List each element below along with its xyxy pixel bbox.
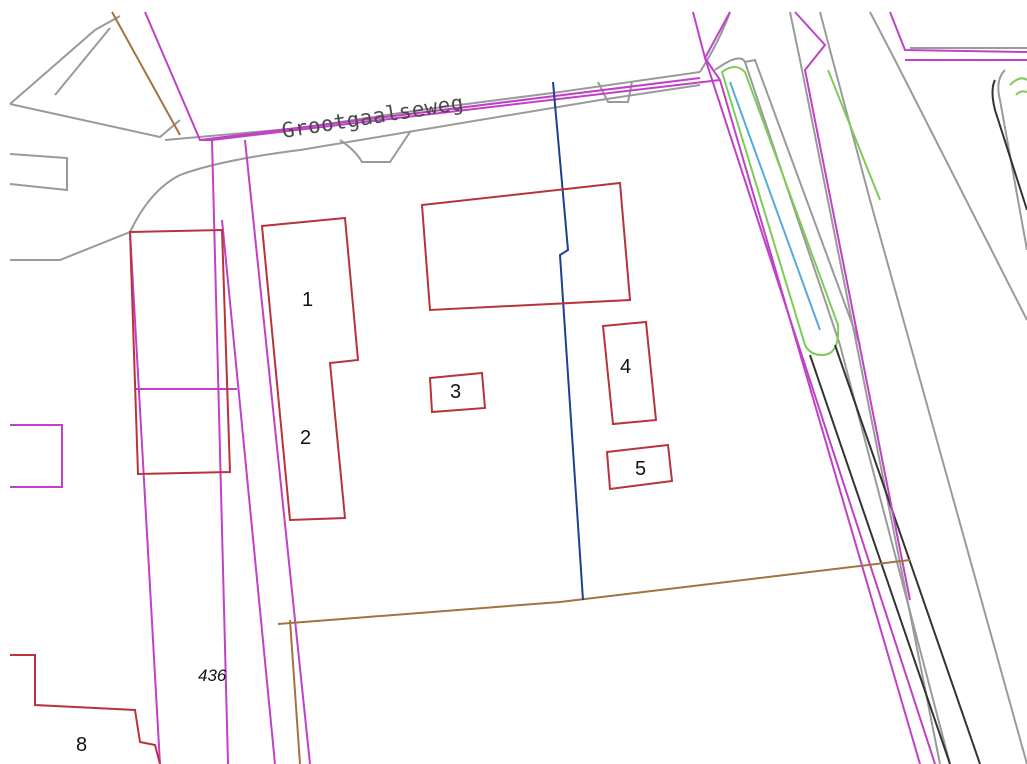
cadastral-boundaries: [10, 11, 1027, 764]
parcel-number-label: 436: [198, 666, 227, 685]
building-5[interactable]: [605, 443, 674, 491]
green-strip: [720, 66, 1027, 357]
building-label-8: 8: [76, 734, 87, 756]
street-name-label: Grootgaalseweg: [280, 90, 466, 142]
buildings: [10, 181, 674, 764]
building-1-2[interactable]: [260, 216, 360, 522]
rail-lines: [809, 79, 1027, 764]
ditch-lines: [111, 11, 911, 764]
building-3[interactable]: [428, 371, 487, 414]
building-label-4: 4: [620, 356, 631, 378]
building-large[interactable]: [420, 181, 632, 312]
building-label-1: 1: [302, 289, 313, 311]
building-left[interactable]: [128, 228, 232, 476]
building-4[interactable]: [601, 320, 658, 426]
building-8[interactable]: [10, 654, 161, 764]
building-label-5: 5: [635, 458, 646, 480]
building-label-2: 2: [300, 427, 311, 449]
building-label-3: 3: [450, 381, 461, 403]
dividing-line: [552, 81, 584, 601]
